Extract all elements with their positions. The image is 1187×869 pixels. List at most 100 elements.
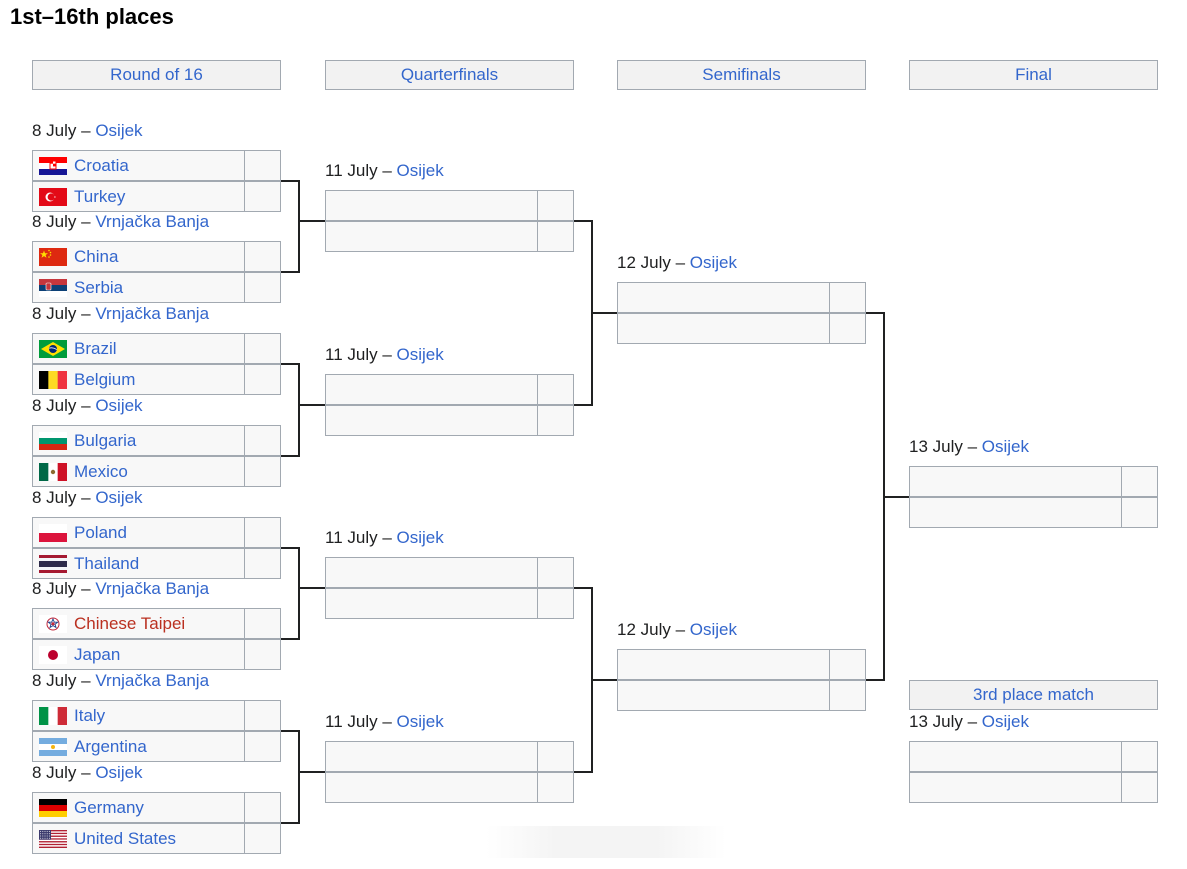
r16-match-4-team-1[interactable]: Bulgaria — [32, 425, 245, 456]
date-separator: – — [377, 345, 397, 364]
venue-link[interactable]: Osijek — [95, 121, 143, 140]
r16-match-1-score-1 — [244, 150, 281, 181]
r16-match-3-team-1[interactable]: Brazil — [32, 333, 245, 364]
team-name-link[interactable]: Belgium — [74, 370, 136, 389]
date-separator: – — [76, 763, 96, 782]
venue-link[interactable]: Osijek — [981, 712, 1030, 731]
third-place-match-team-2 — [909, 772, 1122, 803]
venue-link[interactable]: Vrnjačka Banja — [95, 212, 210, 231]
r16-match-1-team-2[interactable]: Turkey — [32, 181, 245, 212]
team-name-link[interactable]: Bulgaria — [74, 431, 137, 450]
venue-link[interactable]: Vrnjačka Banja — [95, 304, 210, 323]
r16-connector-1-bracket — [281, 180, 300, 273]
r16-match-3-team-2[interactable]: Belgium — [32, 364, 245, 395]
match-date: 11 July — [325, 528, 378, 547]
team-name-link[interactable]: Croatia — [74, 156, 129, 175]
date-separator: – — [76, 304, 96, 323]
team-name-link[interactable]: Italy — [74, 706, 106, 725]
watermark — [486, 826, 726, 858]
team-name-link[interactable]: China — [74, 247, 119, 266]
header-third-place[interactable]: 3rd place match — [909, 680, 1158, 710]
flag-brazil-icon — [38, 339, 68, 359]
r16-match-5-team-2[interactable]: Thailand — [32, 548, 245, 579]
r16-match-4-score-2 — [244, 456, 281, 487]
r16-match-6-date: 8 July – Vrnjačka Banja — [32, 578, 209, 600]
venue-link[interactable]: Osijek — [689, 253, 738, 272]
r16-match-5-team-1[interactable]: Poland — [32, 517, 245, 548]
flag-croatia-icon — [38, 156, 68, 176]
venue-link[interactable]: Osijek — [95, 763, 143, 782]
r16-match-7-score-2 — [244, 731, 281, 762]
r16-match-7-team-1[interactable]: Italy — [32, 700, 245, 731]
team-name-link[interactable]: Japan — [74, 645, 121, 664]
venue-link[interactable]: Osijek — [396, 345, 444, 364]
venue-link[interactable]: Osijek — [95, 396, 143, 415]
qf-connector-2-bracket — [574, 587, 593, 773]
venue-link[interactable]: Osijek — [689, 620, 738, 639]
flag-united-states-icon — [38, 829, 68, 849]
date-separator: – — [377, 161, 397, 180]
match-date: 8 July — [32, 671, 77, 690]
team-name-link[interactable]: Argentina — [74, 737, 147, 756]
venue-link[interactable]: Osijek — [396, 712, 444, 731]
r16-match-1-date: 8 July – Osijek — [32, 120, 143, 142]
match-date: 11 July — [325, 345, 378, 364]
team-name-link[interactable]: Turkey — [74, 187, 126, 206]
team-name-link[interactable]: Brazil — [74, 339, 117, 358]
r16-match-2-team-2[interactable]: Serbia — [32, 272, 245, 303]
qf-match-2-team-1 — [325, 374, 538, 405]
match-date: 12 July — [617, 620, 671, 639]
qf-match-3-score-1 — [537, 557, 574, 588]
final-match-team-1 — [909, 466, 1122, 497]
team-name-link[interactable]: Serbia — [74, 278, 124, 297]
r16-match-6-team-1[interactable]: Chinese Taipei — [32, 608, 245, 639]
header-semifinals[interactable]: Semifinals — [617, 60, 866, 90]
r16-match-2-score-1 — [244, 241, 281, 272]
match-date: 8 July — [32, 304, 77, 323]
sf-match-2-team-1 — [617, 649, 830, 680]
date-separator: – — [377, 528, 397, 547]
match-date: 13 July — [909, 712, 963, 731]
team-name-link[interactable]: Mexico — [74, 462, 128, 481]
match-date: 13 July — [909, 437, 963, 456]
r16-match-2-team-1[interactable]: China — [32, 241, 245, 272]
venue-link[interactable]: Vrnjačka Banja — [95, 671, 210, 690]
sf-match-1-score-1 — [829, 282, 866, 313]
team-name-link[interactable]: Chinese Taipei — [74, 614, 186, 633]
header-quarterfinals[interactable]: Quarterfinals — [325, 60, 574, 90]
team-name-link[interactable]: Thailand — [74, 554, 140, 573]
r16-match-6-team-2[interactable]: Japan — [32, 639, 245, 670]
qf-match-1-score-1 — [537, 190, 574, 221]
page-title: 1st–16th places — [10, 4, 174, 29]
r16-match-4-team-2[interactable]: Mexico — [32, 456, 245, 487]
venue-link[interactable]: Osijek — [95, 488, 143, 507]
flag-chinese-taipei-icon — [38, 614, 68, 634]
qf-match-2-date: 11 July – Osijek — [325, 344, 444, 366]
qf-match-3-team-1 — [325, 557, 538, 588]
match-date: 11 July — [325, 161, 378, 180]
venue-link[interactable]: Osijek — [981, 437, 1030, 456]
venue-link[interactable]: Osijek — [396, 161, 444, 180]
flag-japan-icon — [38, 645, 68, 665]
r16-match-7-team-2[interactable]: Argentina — [32, 731, 245, 762]
date-separator: – — [76, 396, 96, 415]
header-round-of-16[interactable]: Round of 16 — [32, 60, 281, 90]
qf-match-3-score-2 — [537, 588, 574, 619]
qf-connector-1-bracket — [574, 220, 593, 406]
r16-match-1-team-1[interactable]: Croatia — [32, 150, 245, 181]
qf-match-2-team-2 — [325, 405, 538, 436]
r16-match-8-team-1[interactable]: Germany — [32, 792, 245, 823]
venue-link[interactable]: Vrnjačka Banja — [95, 579, 210, 598]
venue-link[interactable]: Osijek — [396, 528, 444, 547]
team-name-link[interactable]: United States — [74, 829, 177, 848]
r16-match-8-team-2[interactable]: United States — [32, 823, 245, 854]
date-separator: – — [76, 579, 96, 598]
third-place-match-team-1 — [909, 741, 1122, 772]
third-place-match-score-2 — [1121, 772, 1158, 803]
sf-match-2-score-2 — [829, 680, 866, 711]
team-name-link[interactable]: Germany — [74, 798, 144, 817]
team-name-link[interactable]: Poland — [74, 523, 127, 542]
flag-china-icon — [38, 247, 68, 267]
third-place-match-score-1 — [1121, 741, 1158, 772]
header-final[interactable]: Final — [909, 60, 1158, 90]
